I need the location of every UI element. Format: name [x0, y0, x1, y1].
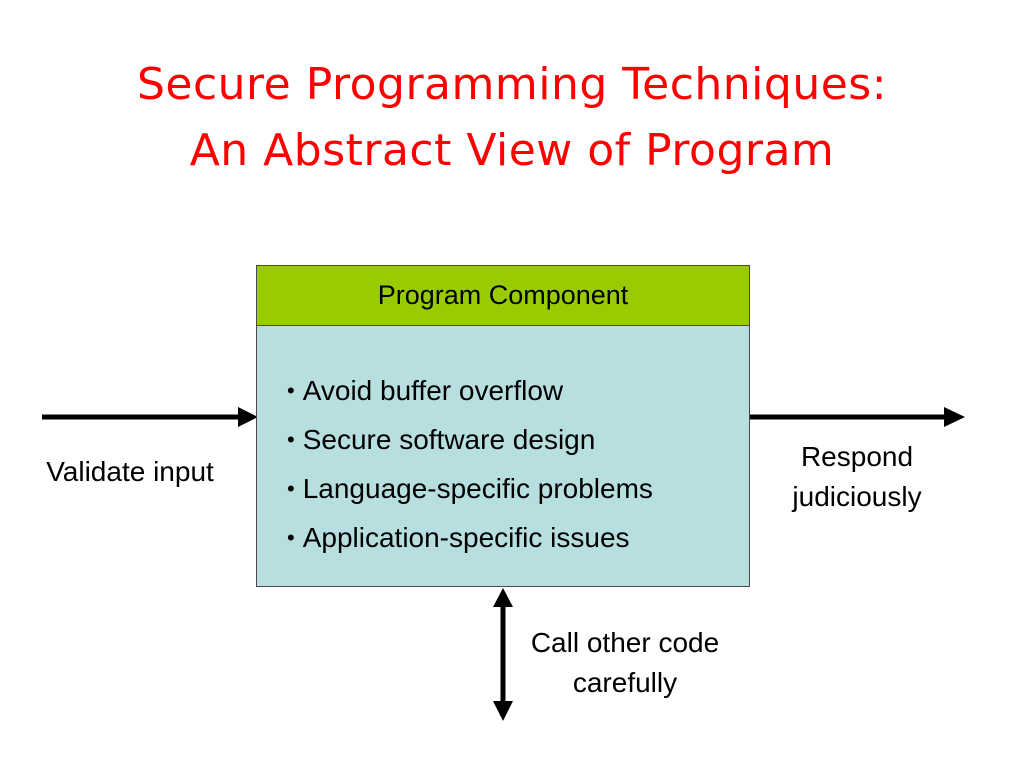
- title-line-1: Secure Programming Techniques:: [136, 59, 888, 110]
- list-item: •Secure software design: [287, 415, 653, 464]
- title-line-2: An Abstract View of Program: [189, 125, 835, 176]
- bullet-icon: •: [287, 427, 295, 452]
- output-arrow: [750, 407, 965, 427]
- list-item: •Avoid buffer overflow: [287, 366, 653, 415]
- program-component-title: Program Component: [377, 280, 629, 310]
- program-component-body: [257, 326, 749, 586]
- respond-judiciously-label: Respond judiciously: [792, 441, 922, 512]
- validate-input-label: Validate input: [46, 456, 214, 487]
- slide-title: Secure Programming Techniques: An Abstra…: [0, 52, 1024, 184]
- bullet-icon: •: [287, 525, 295, 550]
- program-component-header: Program Component: [257, 266, 749, 326]
- bullet-icon: •: [287, 476, 295, 501]
- program-component-box: Program Component •Avoid buffer overflow…: [256, 265, 750, 587]
- input-arrow: [42, 407, 258, 427]
- call-arrow: [493, 588, 513, 721]
- call-other-code-label: Call other code carefully: [530, 627, 720, 698]
- list-item: •Language-specific problems: [287, 464, 653, 513]
- list-item: •Application-specific issues: [287, 513, 653, 562]
- technique-list: •Avoid buffer overflow •Secure software …: [287, 366, 653, 562]
- bullet-icon: •: [287, 378, 295, 403]
